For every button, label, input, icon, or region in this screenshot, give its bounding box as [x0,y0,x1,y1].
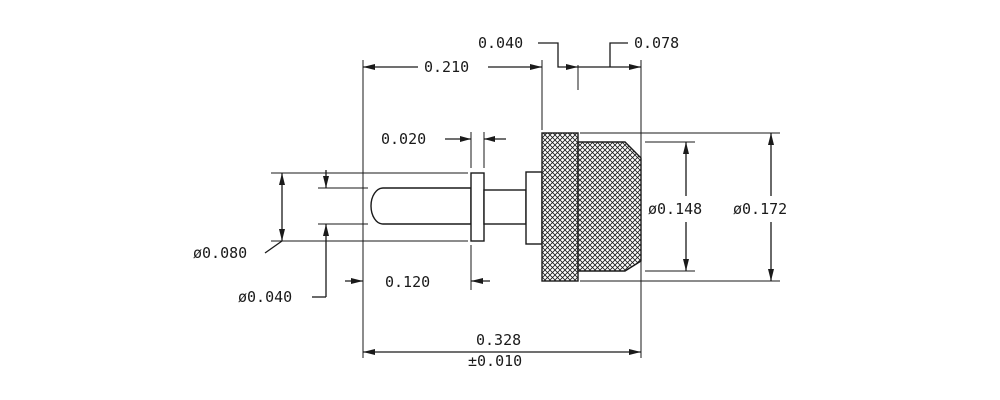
collar [470,172,485,242]
dimension-lines [264,42,774,355]
knurled-head-small [577,141,642,272]
dim-overall-length: 0.328 [476,331,521,349]
dim-inner-diameter: ø0.148 [648,200,702,218]
dim-head-offset: 0.040 [478,34,523,52]
dimension-labels: 0.040 0.078 0.210 0.020 ø0.148 ø0.172 ø0… [193,34,787,370]
dim-collar-thickness: 0.020 [381,130,426,148]
neck [525,171,543,245]
dim-overall-tolerance: ±0.010 [468,352,522,370]
shaft [483,189,527,225]
dim-pin-length: 0.120 [385,273,430,291]
part-outline [370,132,642,282]
pin-body [370,187,472,225]
dim-pin-to-collar: 0.210 [424,58,469,76]
dim-collar-diameter: ø0.080 [193,244,247,262]
dim-knurl-length: 0.078 [634,34,679,52]
dim-outer-diameter: ø0.172 [733,200,787,218]
knurled-head-large [541,132,579,282]
dim-pin-diameter: ø0.040 [238,288,292,306]
